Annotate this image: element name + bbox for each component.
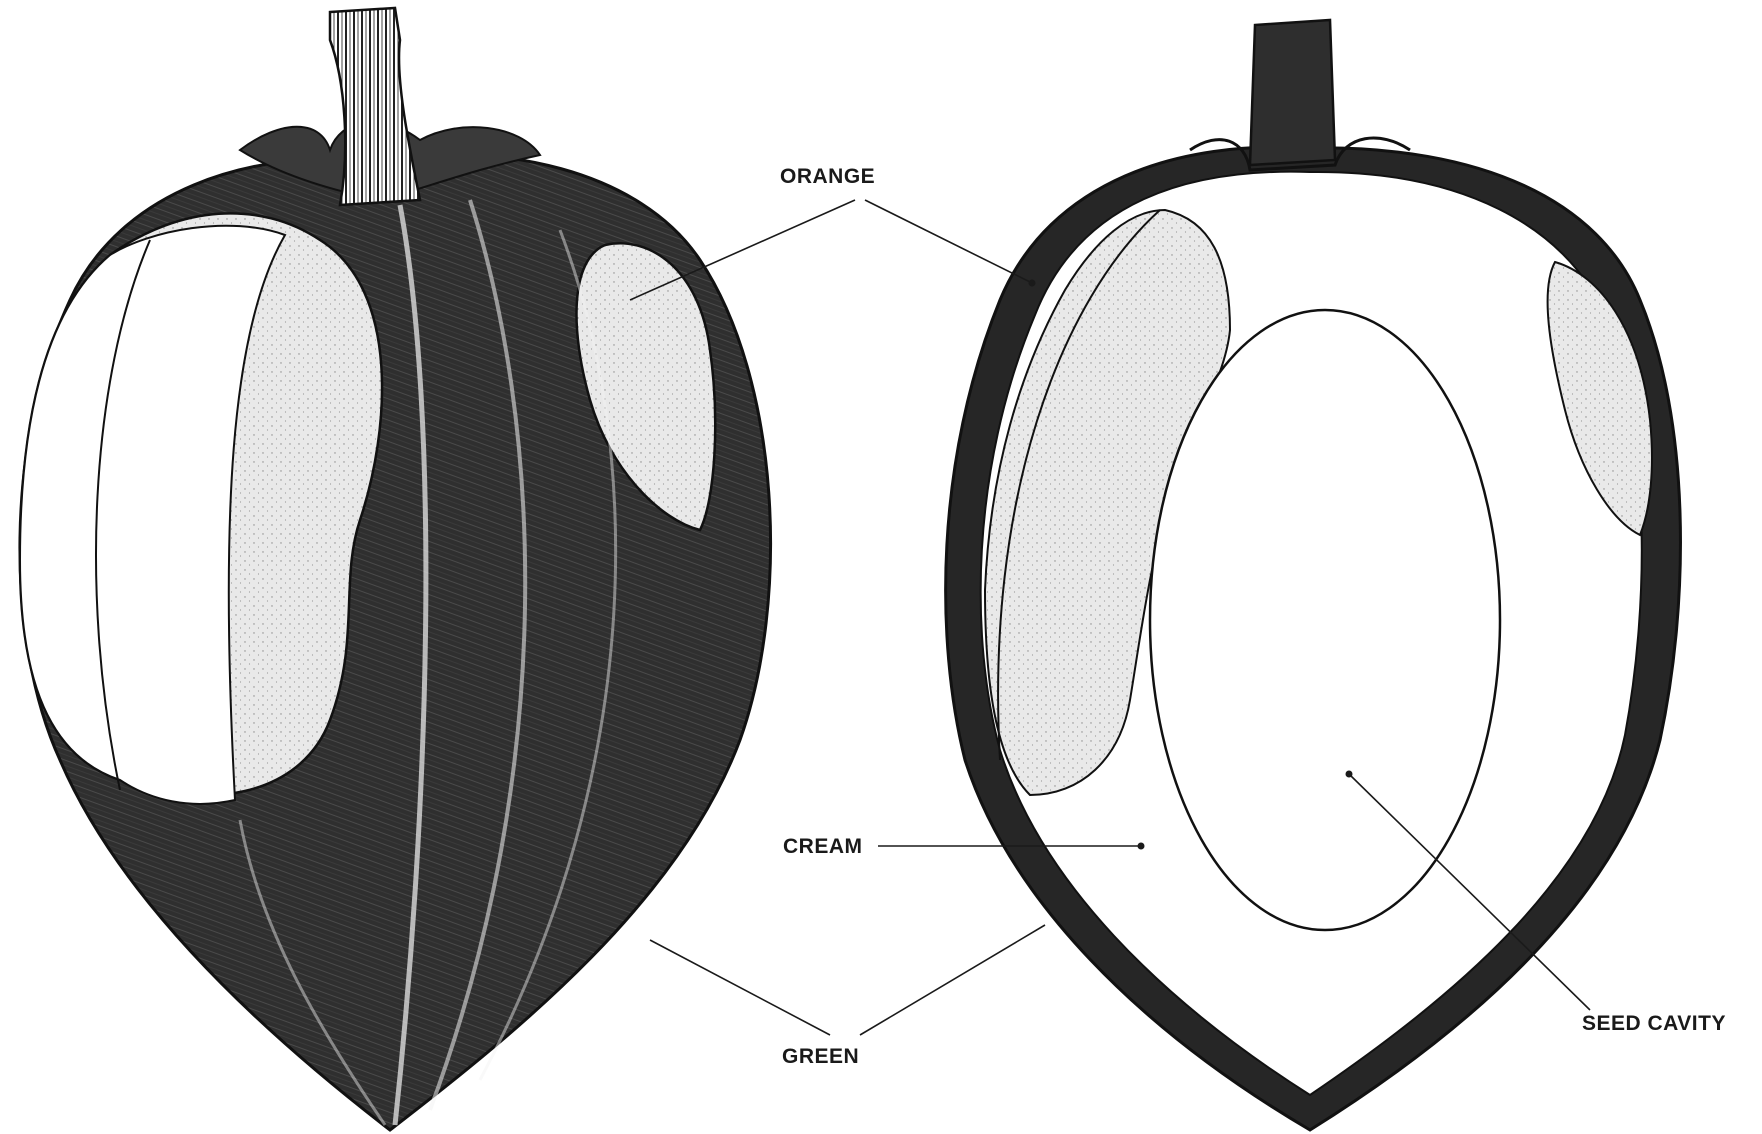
leader-green-right	[860, 925, 1045, 1035]
leader-orange-dot	[1029, 280, 1036, 287]
cross-section	[946, 20, 1681, 1130]
whole-fruit	[20, 8, 771, 1130]
label-cream: CREAM	[783, 835, 863, 858]
seed-cavity	[1150, 310, 1500, 930]
whole-fruit-stem	[330, 8, 420, 205]
leader-green-left	[650, 940, 830, 1035]
leader-seed-cavity-dot	[1346, 771, 1353, 778]
label-seed-cavity: SEED CAVITY	[1582, 1012, 1726, 1035]
label-green: GREEN	[782, 1045, 859, 1068]
leader-orange-right	[865, 200, 1030, 282]
section-stem	[1250, 20, 1335, 165]
leader-cream-dot	[1138, 843, 1145, 850]
label-orange: ORANGE	[780, 165, 875, 188]
